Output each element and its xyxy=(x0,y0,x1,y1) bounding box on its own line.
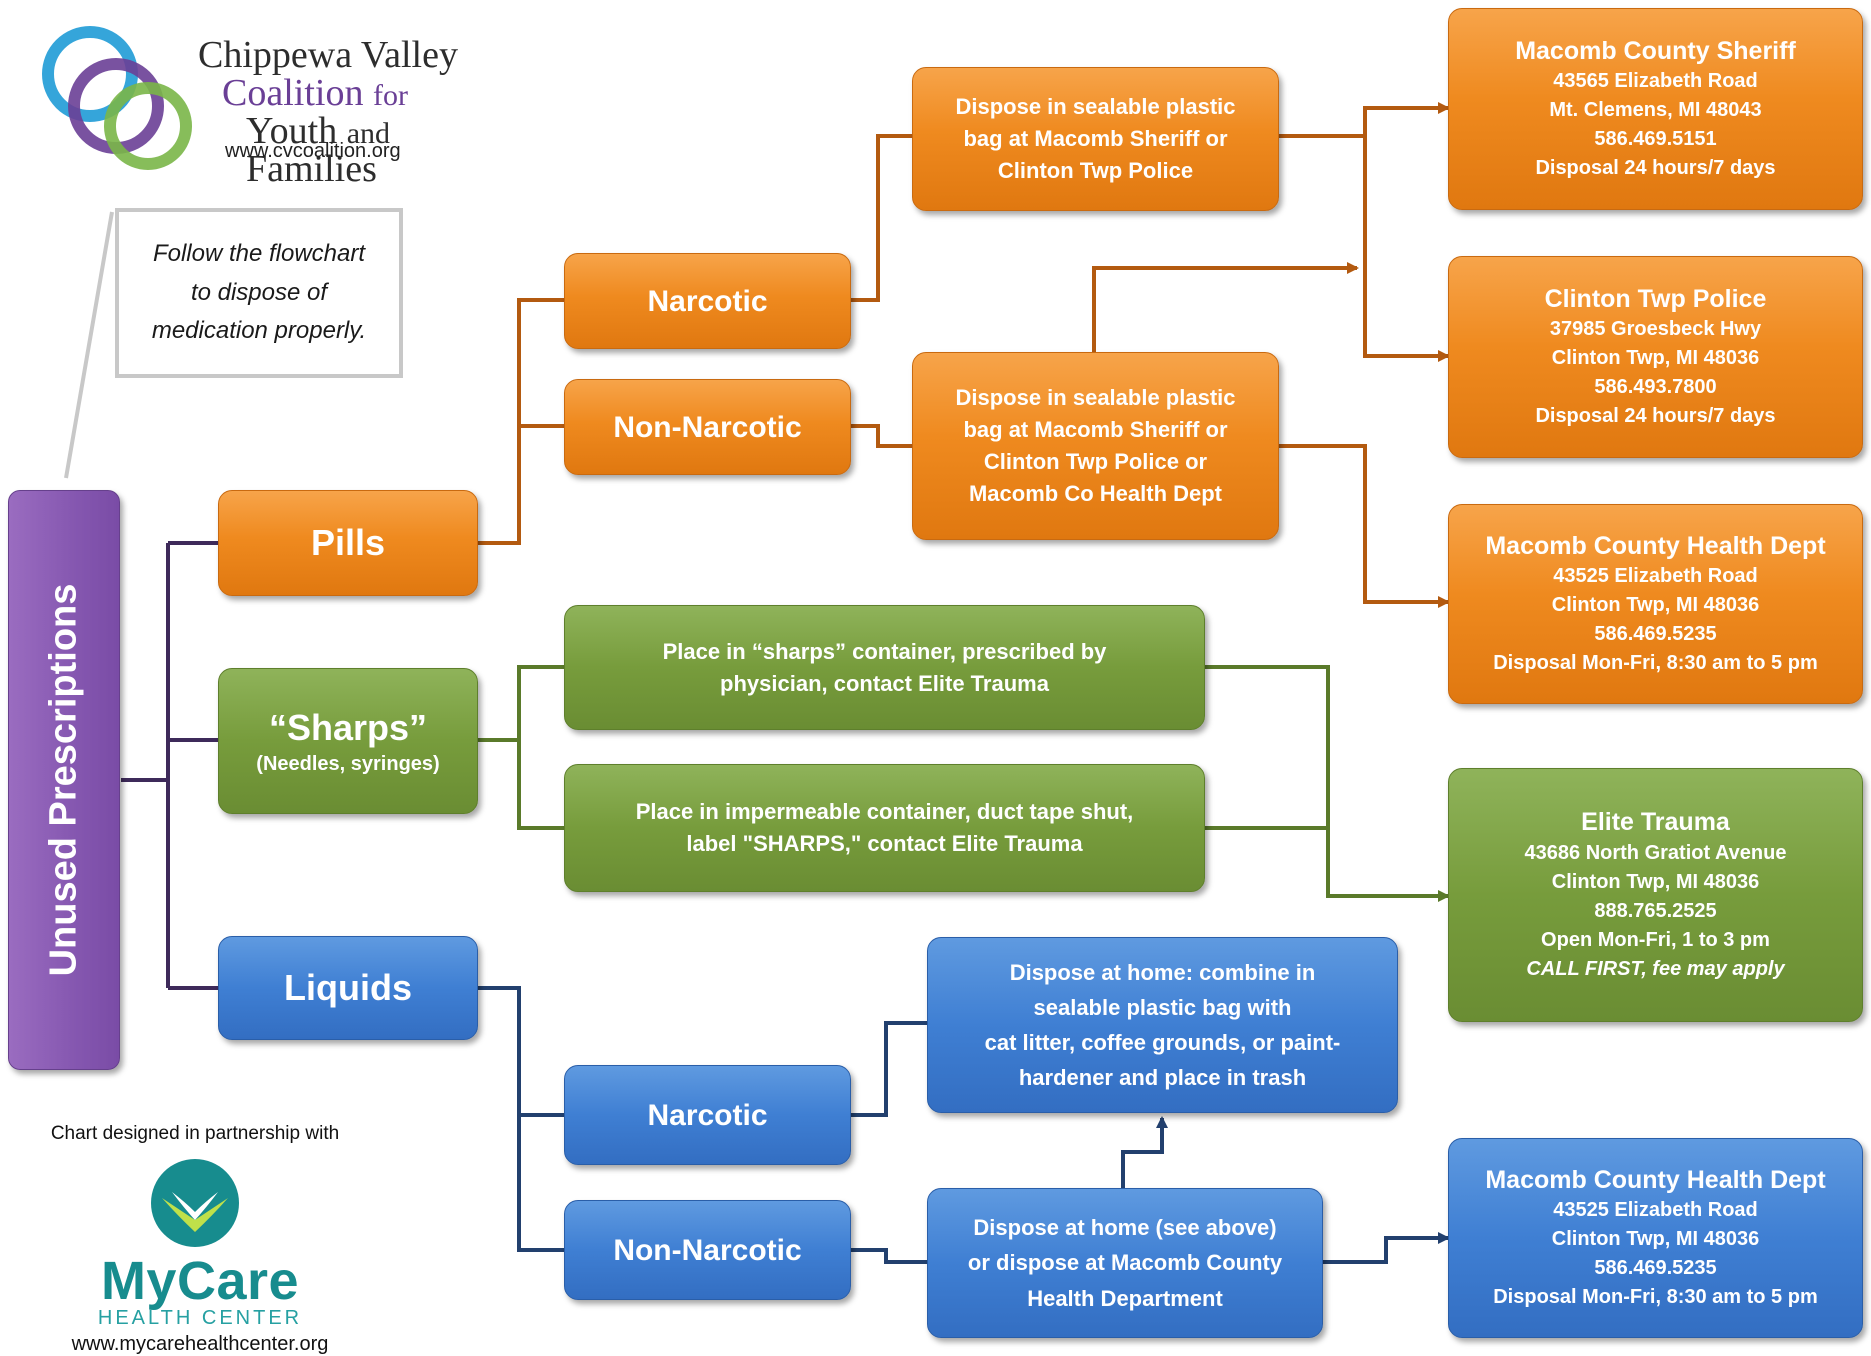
action-line: Clinton Twp Police or xyxy=(983,449,1208,474)
dest-line: 43686 North Gratiot Avenue xyxy=(1524,841,1787,864)
dest-line: 586.469.5151 xyxy=(1594,128,1717,151)
sharps-option-impermeable: Place in impermeable container, duct tap… xyxy=(564,764,1205,892)
root-branches xyxy=(121,541,218,990)
action-line: Clinton Twp Police xyxy=(997,157,1194,183)
mycare-brand: MyCare xyxy=(100,1251,300,1311)
coalition-url[interactable]: www.cvcoalition.org xyxy=(225,140,401,162)
category-sharps: “Sharps” (Needles, syringes) xyxy=(218,668,478,814)
mycare-subtitle: HEALTH CENTER xyxy=(97,1307,303,1329)
action-line: bag at Macomb Sheriff or xyxy=(963,417,1228,443)
coalition-name: Chippewa Valley Coalition for Youth and … xyxy=(198,34,458,190)
action-line: Place in “sharps” container, prescribed … xyxy=(662,638,1107,664)
liquids-non-narcotic-action: Dispose at home (see above) or dispose a… xyxy=(927,1188,1323,1338)
dest-title: Macomb County Sheriff xyxy=(1515,36,1796,65)
root-unused-prescriptions: Unused Prescriptions xyxy=(8,490,120,1070)
dest-health-dept-liquids: Macomb County Health Dept 43525 Elizabet… xyxy=(1448,1138,1863,1338)
dest-line: Clinton Twp, MI 48036 xyxy=(1551,1228,1760,1251)
dest-line: 43525 Elizabeth Road xyxy=(1553,1199,1758,1222)
dest-macomb-sheriff: Macomb County Sheriff 43565 Elizabeth Ro… xyxy=(1448,8,1863,210)
dest-line: Clinton Twp, MI 48036 xyxy=(1551,347,1760,370)
note-line: to dispose of xyxy=(190,278,328,306)
liquids-non-narcotic-label: Non-Narcotic xyxy=(613,1233,802,1267)
action-line: Macomb Co Health Dept xyxy=(968,480,1223,506)
dest-line: 37985 Groesbeck Hwy xyxy=(1549,318,1762,341)
coalition-logo: Chippewa Valley Coalition for Youth and … xyxy=(38,14,508,188)
dest-line: 586.469.5235 xyxy=(1594,1257,1717,1280)
action-line: cat litter, coffee grounds, or paint- xyxy=(984,1030,1341,1055)
action-line: Place in impermeable container, duct tap… xyxy=(635,799,1134,825)
liquids-narcotic-action: Dispose at home: combine in sealable pla… xyxy=(927,937,1398,1113)
sharps-connectors xyxy=(478,665,1450,902)
action-line: Dispose in sealable plastic xyxy=(955,385,1236,411)
dest-line: Mt. Clemens, MI 48043 xyxy=(1549,99,1762,122)
mycare-logo-icon xyxy=(151,1159,239,1247)
dest-title: Macomb County Health Dept xyxy=(1485,531,1826,560)
action-line: hardener and place in trash xyxy=(1018,1065,1307,1091)
sharps-option-container: Place in “sharps” container, prescribed … xyxy=(564,605,1205,730)
dest-line: 43565 Elizabeth Road xyxy=(1553,70,1758,93)
pills-non-narcotic-action: Dispose in sealable plastic bag at Macom… xyxy=(912,352,1279,540)
category-pills: Pills xyxy=(218,490,478,596)
dest-health-dept-pills: Macomb County Health Dept 43525 Elizabet… xyxy=(1448,504,1863,704)
dest-line: Disposal 24 hours/7 days xyxy=(1535,157,1776,180)
pills-narcotic-label: Narcotic xyxy=(647,284,768,318)
pills-connectors xyxy=(478,102,1450,608)
note-line: Follow the flowchart xyxy=(152,240,366,268)
pills-non-narcotic: Non-Narcotic xyxy=(564,379,851,475)
root-label: Unused Prescriptions xyxy=(42,583,85,977)
dest-elite-trauma: Elite Trauma 43686 North Gratiot Avenue … xyxy=(1448,768,1863,1022)
pills-narcotic-action: Dispose in sealable plastic bag at Macom… xyxy=(912,67,1279,211)
liquids-label: Liquids xyxy=(284,966,412,1008)
sharps-sublabel: (Needles, syringes) xyxy=(256,753,440,776)
dest-title: Elite Trauma xyxy=(1581,808,1730,837)
action-line: Dispose at home (see above) xyxy=(973,1215,1277,1241)
dest-line: 586.493.7800 xyxy=(1594,376,1717,399)
action-line: bag at Macomb Sheriff or xyxy=(963,126,1228,152)
action-line: Health Department xyxy=(1027,1285,1223,1311)
action-line: sealable plastic bag with xyxy=(1033,994,1292,1020)
dest-line: Open Mon-Fri, 1 to 3 pm xyxy=(1541,928,1770,951)
dest-line: Clinton Twp, MI 48036 xyxy=(1551,870,1760,893)
partner-text: Chart designed in partnership with xyxy=(50,1123,340,1144)
mycare-url[interactable]: www.mycarehealthcenter.org xyxy=(71,1333,329,1355)
dest-line: 43525 Elizabeth Road xyxy=(1553,565,1758,588)
dest-title: Clinton Twp Police xyxy=(1544,284,1767,313)
dest-clinton-police: Clinton Twp Police 37985 Groesbeck Hwy C… xyxy=(1448,256,1863,458)
dest-line: Disposal 24 hours/7 days xyxy=(1535,405,1776,428)
dest-title: Macomb County Health Dept xyxy=(1485,1165,1826,1194)
dest-note: CALL FIRST, fee may apply xyxy=(1526,957,1785,980)
liquids-narcotic-label: Narcotic xyxy=(647,1098,768,1132)
liquids-non-narcotic: Non-Narcotic xyxy=(564,1200,851,1300)
callout-line xyxy=(64,211,114,479)
dest-line: 586.469.5235 xyxy=(1594,623,1717,646)
dest-line: 888.765.2525 xyxy=(1594,899,1717,922)
liquids-narcotic: Narcotic xyxy=(564,1065,851,1165)
pills-non-narcotic-label: Non-Narcotic xyxy=(613,410,802,444)
dest-line: Disposal Mon-Fri, 8:30 am to 5 pm xyxy=(1493,1286,1818,1309)
action-line: or dispose at Macomb County xyxy=(967,1250,1283,1276)
liquids-connectors xyxy=(478,986,1450,1264)
action-line: Dispose in sealable plastic xyxy=(955,94,1236,120)
instruction-note: Follow the flowchart to dispose of medic… xyxy=(115,208,403,378)
action-line: physician, contact Elite Trauma xyxy=(720,670,1049,696)
action-line: label "SHARPS," contact Elite Trauma xyxy=(686,831,1083,856)
coalition-rings-icon xyxy=(42,26,192,170)
action-line: Dispose at home: combine in xyxy=(1009,959,1316,985)
dest-line: Disposal Mon-Fri, 8:30 am to 5 pm xyxy=(1493,652,1818,675)
sharps-label: “Sharps” xyxy=(268,706,428,748)
dest-line: Clinton Twp, MI 48036 xyxy=(1551,594,1760,617)
pills-narcotic: Narcotic xyxy=(564,253,851,349)
category-liquids: Liquids xyxy=(218,936,478,1040)
note-line: medication properly. xyxy=(151,317,367,345)
pills-label: Pills xyxy=(310,521,386,563)
